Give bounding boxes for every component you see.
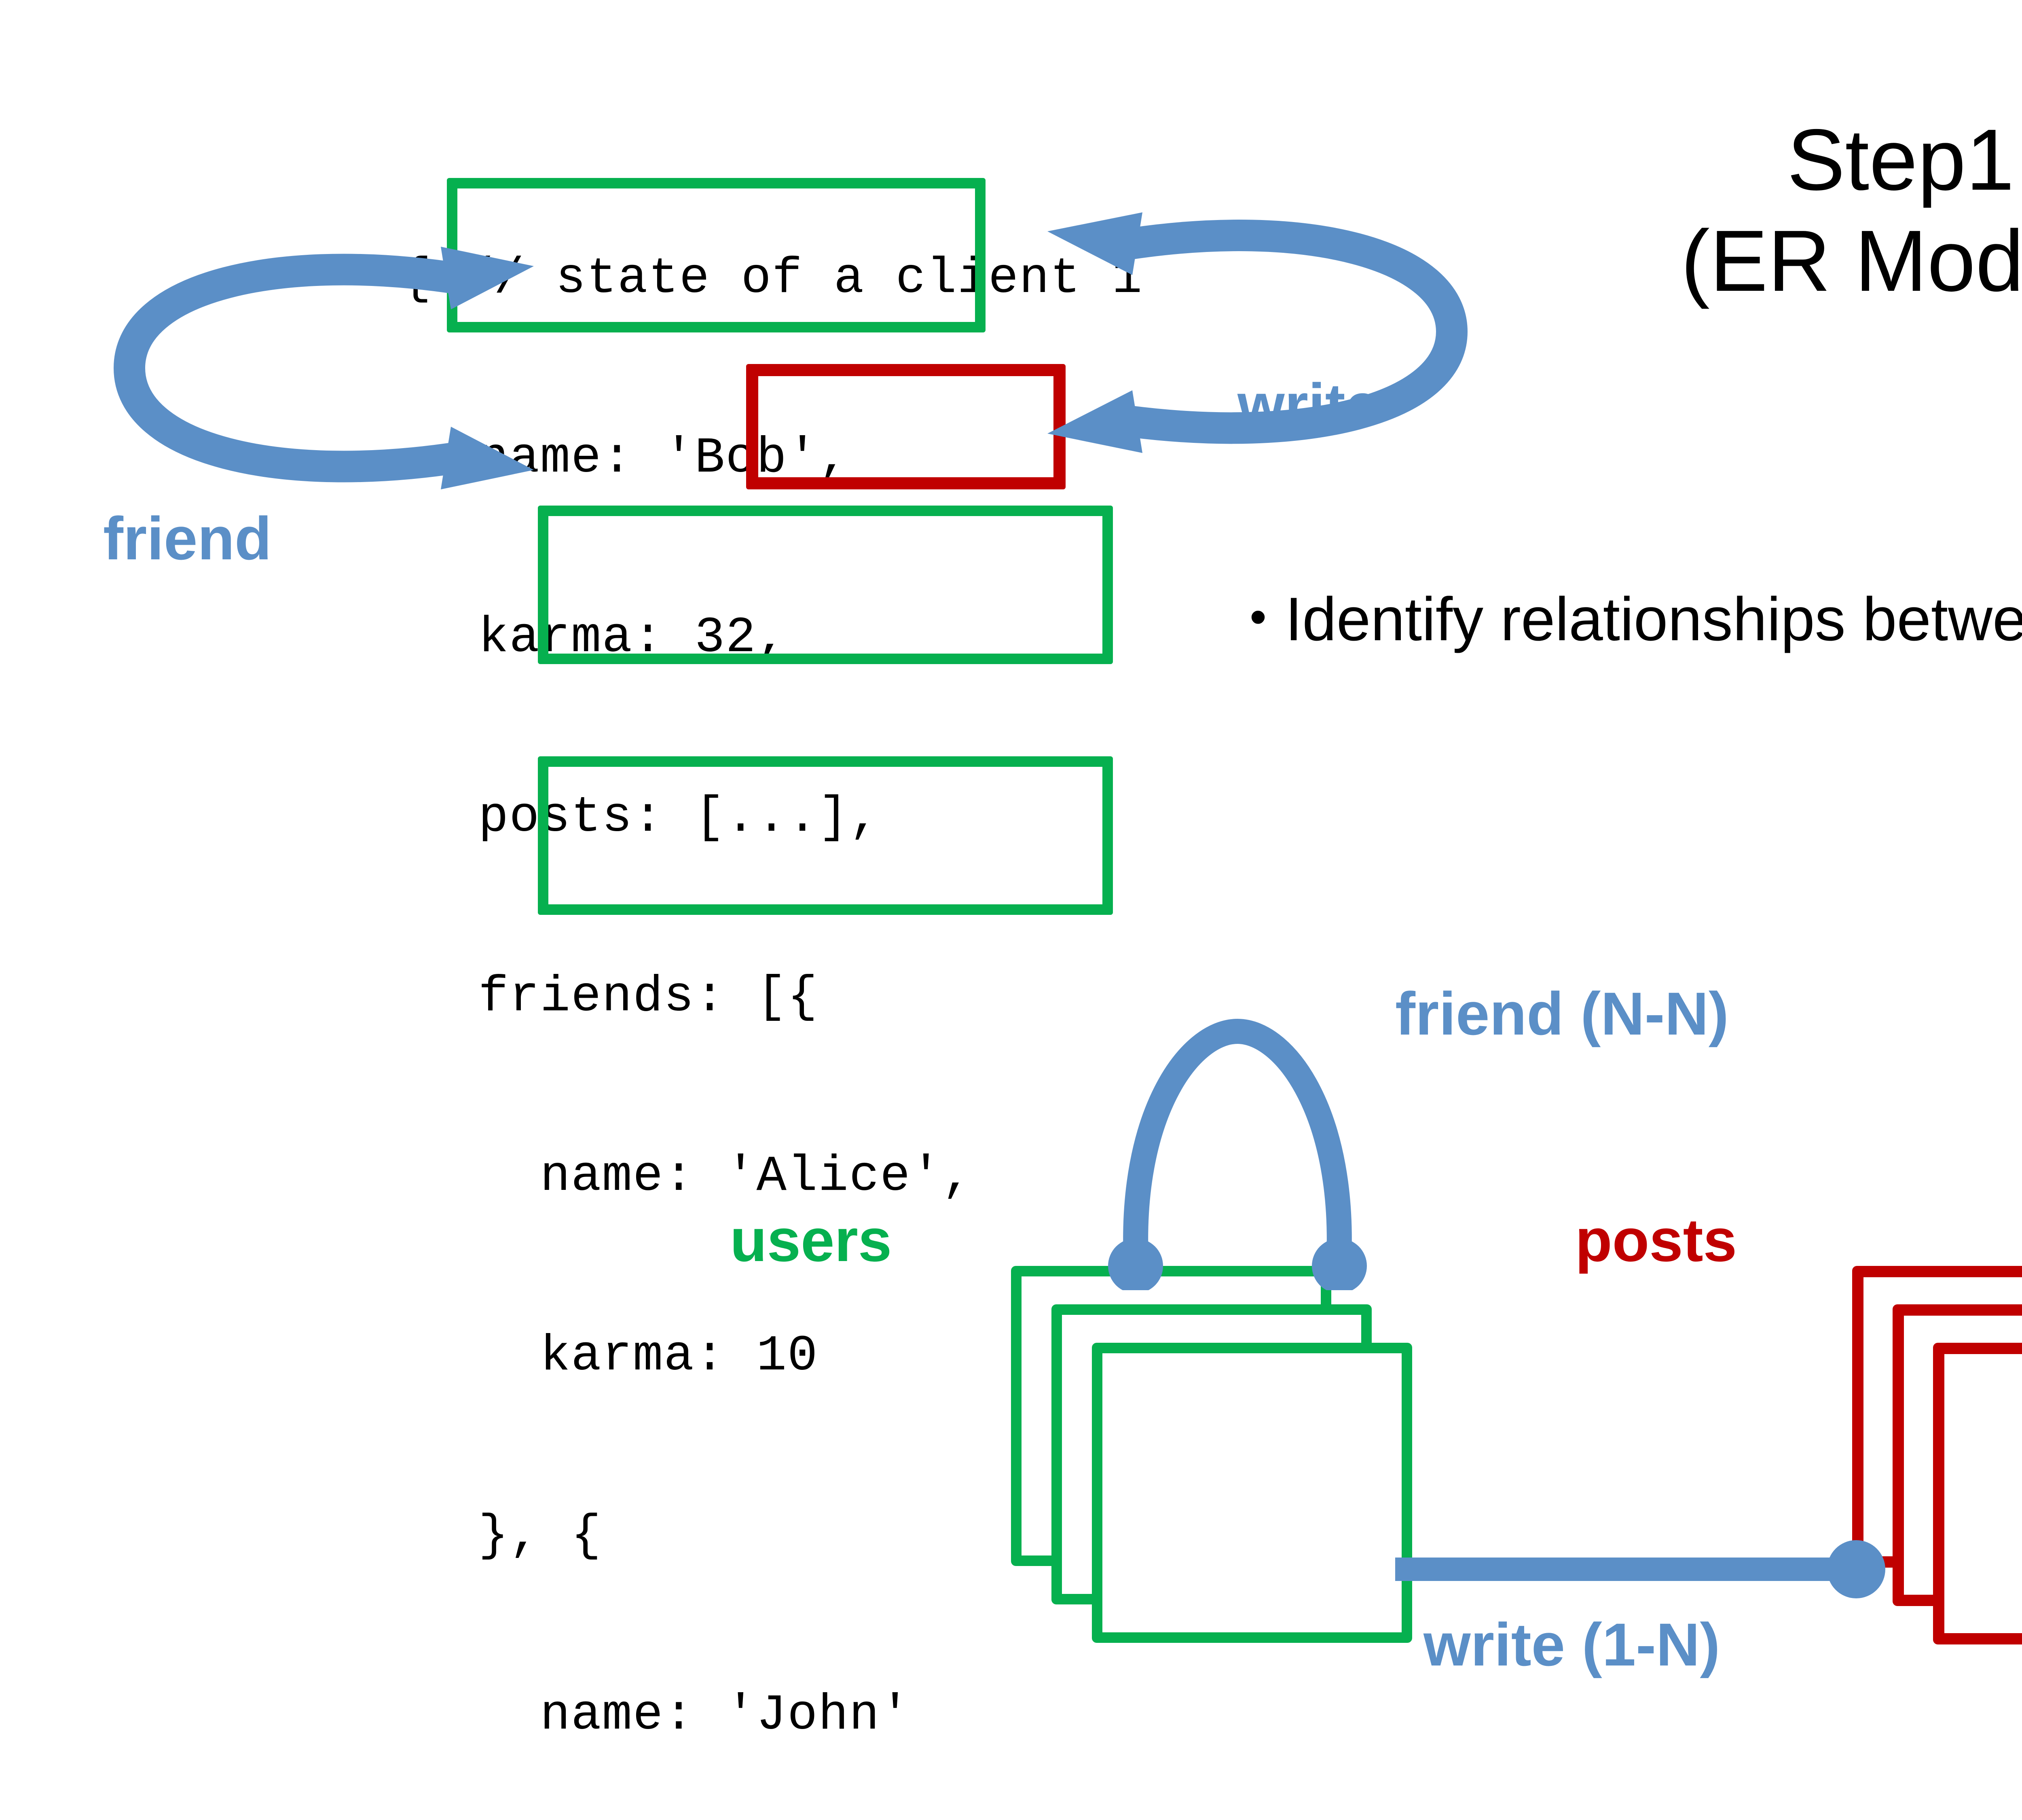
bob-user-highlight-box — [447, 178, 986, 332]
posts-entity-stack — [1852, 1266, 2022, 1654]
write-annotation-label: write — [1237, 371, 1379, 439]
write-relation-connector-icon — [1395, 1540, 1885, 1598]
code-line: karma: 10 — [417, 1328, 819, 1385]
bullet-marker-icon: • — [1250, 590, 1267, 644]
code-line: name: 'Alice', — [417, 1149, 973, 1205]
bullet-list: • Identify relationships between entitie… — [1250, 582, 2022, 656]
code-line: name: 'John' — [417, 1687, 911, 1744]
write-double-arrow-icon — [1047, 212, 1468, 453]
posts-sheet-front — [1933, 1343, 2022, 1644]
users-sheet-front — [1092, 1343, 1412, 1643]
users-entity-label: users — [730, 1206, 892, 1274]
code-line: }, { — [417, 1508, 602, 1564]
client-state-code-block: { // state of a client 1 name: 'Bob', ka… — [401, 129, 1143, 1820]
title-line-2: (ER Model) — [1681, 212, 2022, 309]
friend-annotation-label: friend — [103, 504, 272, 572]
posts-entity-label: posts — [1575, 1206, 1737, 1274]
slide-title: Step1 (ER Model) — [1557, 109, 2022, 311]
john-user-highlight-box — [538, 756, 1113, 915]
title-line-1: Step1 — [1787, 111, 2014, 208]
posts-array-highlight-box — [746, 364, 1066, 489]
code-line: friends: [{ — [417, 969, 819, 1026]
friend-self-loop-connector-icon — [1108, 1018, 1367, 1290]
friend-double-arrow-icon — [113, 247, 534, 489]
list-item: • Identify relationships between entitie… — [1250, 582, 2022, 656]
bullet-text: Identify relationships between entities — [1285, 585, 2022, 654]
alice-user-highlight-box — [538, 506, 1113, 664]
users-entity-stack — [1011, 1266, 1428, 1654]
friend-relationship-label: friend (N-N) — [1395, 980, 1729, 1048]
code-line: posts: [...], — [417, 789, 880, 846]
code-line: { // state of a client 1 — [401, 251, 1143, 307]
write-relationship-label: write (1-N) — [1423, 1610, 1720, 1678]
